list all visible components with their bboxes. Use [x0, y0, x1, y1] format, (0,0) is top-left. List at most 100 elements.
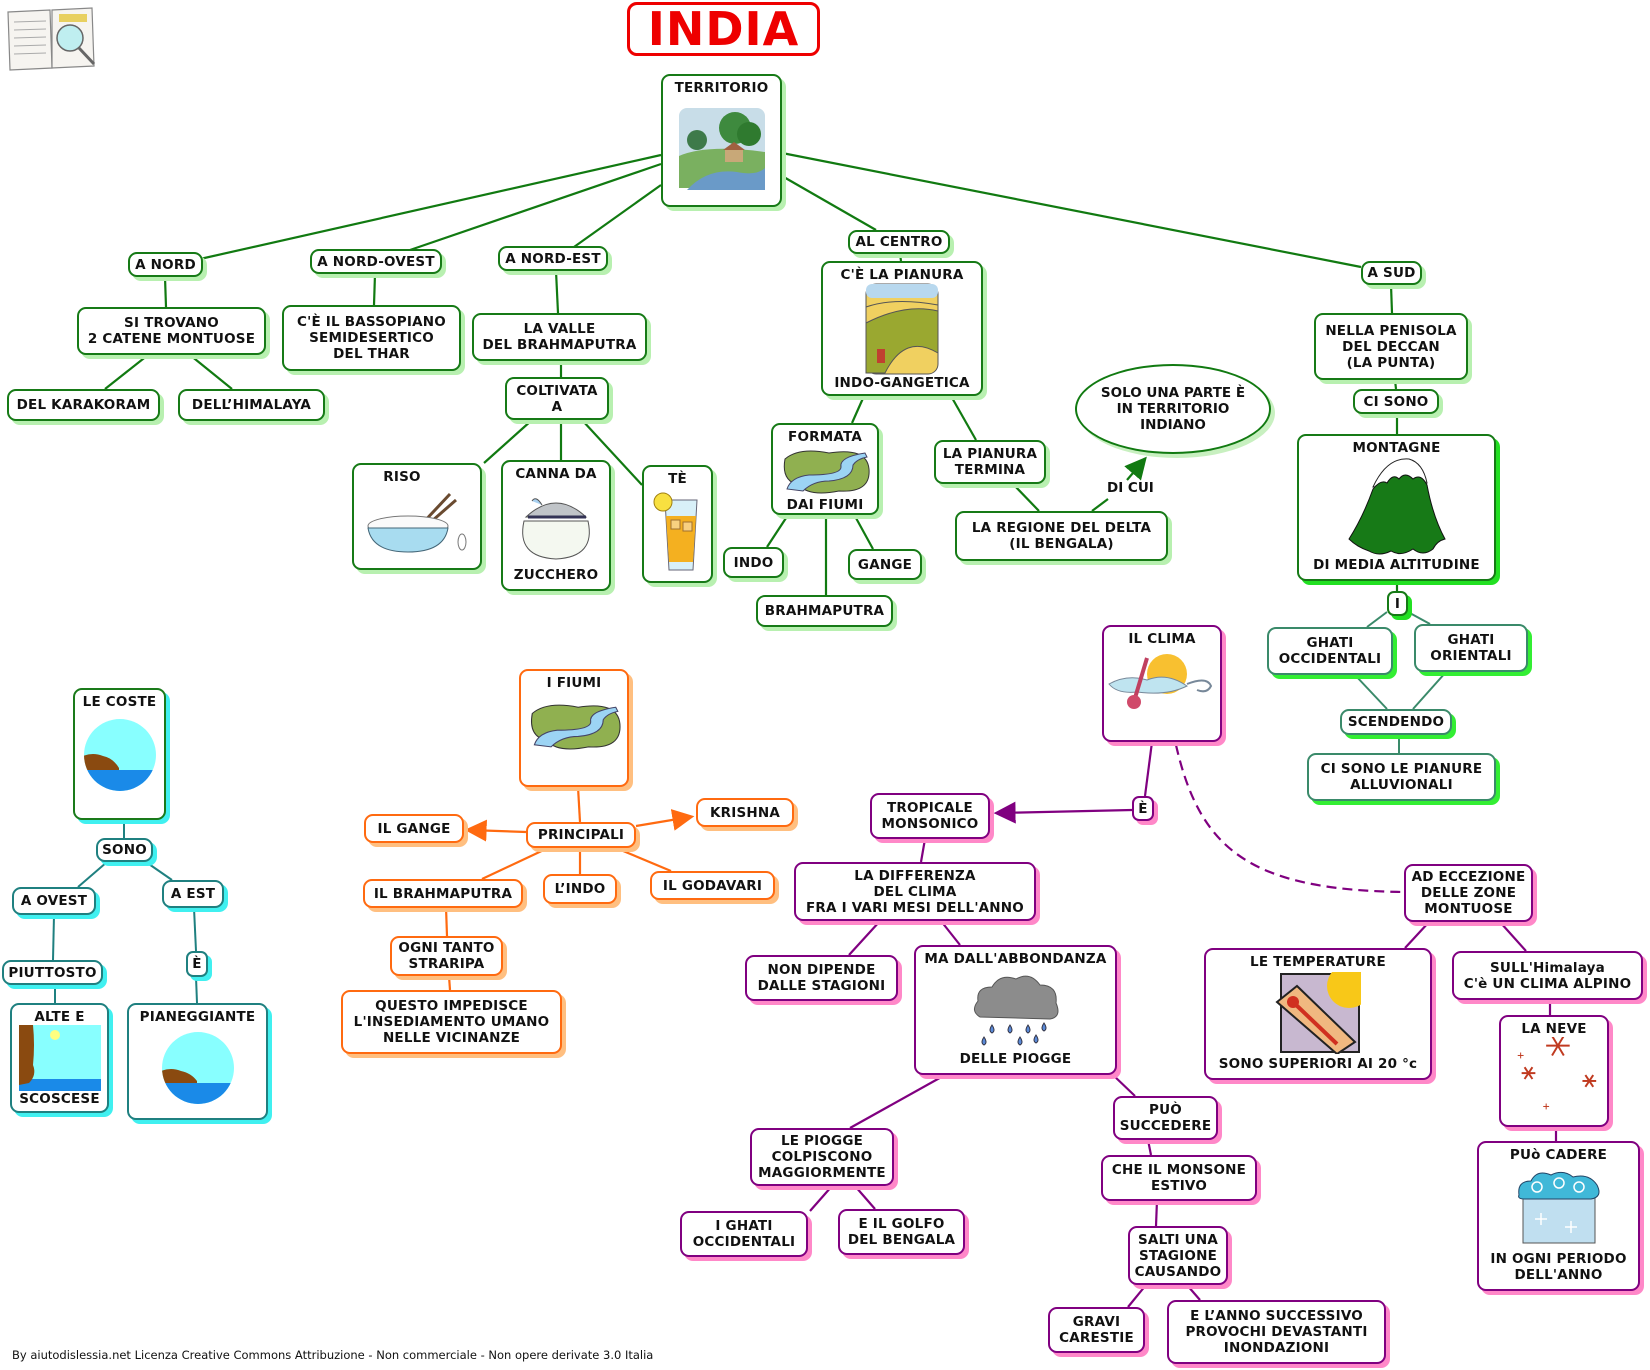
node-ogni-tanto-straripa[interactable]: OGNI TANTO STRARIPA — [390, 936, 503, 976]
node-le-temperature[interactable]: LE TEMPERATURE SONO SUPERIORI AI 20 °c — [1204, 948, 1432, 1080]
node-label: C'È LA PIANURA — [840, 267, 964, 283]
node-fiume-gange[interactable]: GANGE — [848, 549, 922, 580]
node-e-clima[interactable]: È — [1132, 796, 1154, 821]
node-a-nord-ovest[interactable]: A NORD-OVEST — [310, 249, 442, 274]
node-fiume-indo[interactable]: INDO — [723, 547, 784, 578]
node-label: A EST — [170, 886, 216, 902]
node-label: L’INDO — [554, 881, 606, 897]
node-territorio[interactable]: TERRITORIO — [661, 74, 782, 207]
node-label: E IL GOLFO DEL BENGALA — [847, 1216, 956, 1248]
node-karakoram[interactable]: DEL KARAKORAM — [7, 389, 160, 421]
node-formata-dai-fiumi[interactable]: FORMATA DAI FIUMI — [771, 423, 879, 515]
node-abbondanza-piogge[interactable]: MA DALL'ABBONDANZA DELLE PIOGGE — [914, 945, 1117, 1075]
node-a-ovest[interactable]: A OVEST — [12, 887, 96, 915]
node-fiume-brahmaputra[interactable]: BRAHMAPUTRA — [756, 595, 893, 627]
node-riso[interactable]: RISO — [352, 463, 482, 570]
node-inondazioni[interactable]: E L’ANNO SUCCESSIVO PROVOCHI DEVASTANTI … — [1167, 1300, 1386, 1364]
node-label: I FIUMI — [546, 675, 602, 691]
node-pianura-indo-gangetica[interactable]: C'È LA PIANURA INDO-GANGETICA — [821, 261, 983, 396]
node-sono[interactable]: SONO — [96, 838, 153, 862]
node-al-centro[interactable]: AL CENTRO — [848, 230, 950, 254]
node-piogge-colpiscono[interactable]: LE PIOGGE COLPISCONO MAGGIORMENTE — [750, 1128, 894, 1186]
node-scendendo[interactable]: SCENDENDO — [1340, 709, 1452, 735]
node-bassopiano-thar[interactable]: C'È IL BASSOPIANO SEMIDESERTICO DEL THAR — [282, 305, 461, 371]
node-label: LA VALLE DEL BRAHMAPUTRA — [482, 321, 637, 353]
node-label: TERRITORIO — [674, 80, 769, 96]
node-a-sud[interactable]: A SUD — [1361, 261, 1422, 285]
node-penisola-deccan[interactable]: NELLA PENISOLA DEL DECCAN (LA PUNTA) — [1314, 313, 1468, 380]
node-pianeggiante[interactable]: PIANEGGIANTE — [127, 1003, 268, 1120]
node-coltivata-a[interactable]: COLTIVATA A — [505, 377, 609, 420]
node-valle-brahmaputra[interactable]: LA VALLE DEL BRAHMAPUTRA — [472, 313, 647, 361]
node-piuttosto[interactable]: PIUTTOSTO — [2, 960, 103, 985]
node-regione-delta[interactable]: LA REGIONE DEL DELTA (IL BENGALA) — [955, 511, 1168, 561]
node-questo-impedisce[interactable]: QUESTO IMPEDISCE L'INSEDIAMENTO UMANO NE… — [341, 990, 562, 1054]
node-la-neve[interactable]: LA NEVE — [1499, 1015, 1609, 1127]
node-himalaya[interactable]: DELL’HIMALAYA — [178, 389, 325, 421]
node-label: GHATI ORIENTALI — [1430, 632, 1512, 664]
node-e-coste[interactable]: È — [186, 951, 208, 977]
node-label: LA PIANURA TERMINA — [942, 446, 1038, 478]
node-i[interactable]: I — [1387, 591, 1408, 616]
node-solo-una-parte[interactable]: SOLO UNA PARTE È IN TERRITORIO INDIANO — [1075, 364, 1271, 454]
node-monsone-estivo[interactable]: CHE IL MONSONE ESTIVO — [1101, 1155, 1257, 1201]
mountain-icon — [1347, 457, 1446, 554]
coast-icon — [83, 719, 156, 791]
node-il-brahmaputra[interactable]: IL BRAHMAPUTRA — [363, 879, 523, 908]
node-puo-succedere[interactable]: PUÒ SUCCEDERE — [1113, 1096, 1218, 1140]
node-label-bottom: DI MEDIA ALTITUDINE — [1313, 557, 1480, 573]
node-i-ghati-occidentali[interactable]: I GHATI OCCIDENTALI — [680, 1211, 808, 1257]
node-il-godavari[interactable]: IL GODAVARI — [650, 871, 775, 900]
node-label: AD ECCEZIONE DELLE ZONE MONTUOSE — [1411, 869, 1526, 917]
node-label-bottom: SONO SUPERIORI AI 20 °c — [1218, 1056, 1418, 1072]
node-himalaya-clima-alpino[interactable]: SULL'Himalaya C'è UN CLIMA ALPINO — [1452, 951, 1643, 1000]
node-a-nord[interactable]: A NORD — [128, 252, 203, 277]
node-gravi-carestie[interactable]: GRAVI CARESTIE — [1048, 1307, 1145, 1353]
node-pianure-alluvionali[interactable]: CI SONO LE PIANURE ALLUVIONALI — [1307, 753, 1496, 801]
node-golfo-bengala[interactable]: E IL GOLFO DEL BENGALA — [838, 1209, 965, 1255]
node-label-bottom: IN OGNI PERIODO DELL'ANNO — [1490, 1251, 1627, 1283]
node-krishna[interactable]: KRISHNA — [696, 798, 794, 827]
node-il-gange[interactable]: IL GANGE — [364, 814, 464, 843]
node-differenza-clima[interactable]: LA DIFFERENZA DEL CLIMA FRA I VARI MESI … — [794, 862, 1036, 921]
node-te[interactable]: TÈ — [642, 465, 713, 583]
node-alte-scoscese[interactable]: ALTE E SCOSCESE — [10, 1003, 109, 1113]
link-territorio-nord — [199, 153, 662, 261]
node-label: I — [1394, 595, 1401, 612]
node-il-clima[interactable]: IL CLIMA — [1102, 625, 1222, 742]
node-ghati-orientali[interactable]: GHATI ORIENTALI — [1414, 624, 1528, 672]
node-non-dipende[interactable]: NON DIPENDE DALLE STAGIONI — [745, 955, 898, 1001]
node-l-indo[interactable]: L’INDO — [543, 874, 617, 904]
node-montagne[interactable]: MONTAGNE DI MEDIA ALTITUDINE — [1297, 434, 1496, 581]
node-label: SOLO UNA PARTE È IN TERRITORIO INDIANO — [1100, 385, 1246, 433]
sugar-bowl-icon — [522, 497, 590, 560]
node-catene-montuose[interactable]: SI TROVANO 2 CATENE MONTUOSE — [77, 307, 266, 355]
node-pianura-termina[interactable]: LA PIANURA TERMINA — [934, 440, 1046, 484]
node-a-est[interactable]: A EST — [162, 880, 224, 908]
node-i-fiumi[interactable]: I FIUMI — [519, 669, 629, 787]
node-label: DEL KARAKORAM — [16, 397, 151, 413]
node-ghati-occidentali[interactable]: GHATI OCCIDENTALI — [1267, 627, 1393, 675]
node-salti-stagione[interactable]: SALTI UNA STAGIONE CAUSANDO — [1128, 1226, 1228, 1285]
node-le-coste[interactable]: LE COSTE — [73, 688, 166, 820]
link-territorio-sud — [781, 151, 1362, 269]
rain-cloud-icon — [973, 975, 1058, 1046]
node-label: A NORD-OVEST — [317, 253, 435, 270]
landscape-icon — [678, 107, 765, 190]
node-label: C'È IL BASSOPIANO SEMIDESERTICO DEL THAR — [297, 314, 446, 362]
node-ci-sono[interactable]: CI SONO — [1353, 389, 1439, 414]
node-label: SCENDENDO — [1347, 714, 1445, 730]
node-label: MONTAGNE — [1352, 440, 1441, 456]
node-label: LE TEMPERATURE — [1250, 954, 1386, 970]
snowflakes-icon — [1517, 1037, 1597, 1110]
node-canna-da-zucchero[interactable]: CANNA DA ZUCCHERO — [501, 460, 611, 591]
weather-sun-thermometer-icon — [1108, 654, 1213, 709]
node-puo-cadere[interactable]: PUò CADERE IN OGNI PERIODO DELL'ANNO — [1477, 1141, 1640, 1291]
node-a-nord-est[interactable]: A NORD-EST — [498, 246, 608, 271]
node-eccezione-zone-montuose[interactable]: AD ECCEZIONE DELLE ZONE MONTUOSE — [1404, 864, 1533, 922]
node-label: FORMATA — [788, 429, 862, 445]
node-principali[interactable]: PRINCIPALI — [526, 822, 636, 848]
node-label: SONO — [102, 842, 147, 858]
node-tropicale-monsonico[interactable]: TROPICALE MONSONICO — [870, 793, 990, 839]
